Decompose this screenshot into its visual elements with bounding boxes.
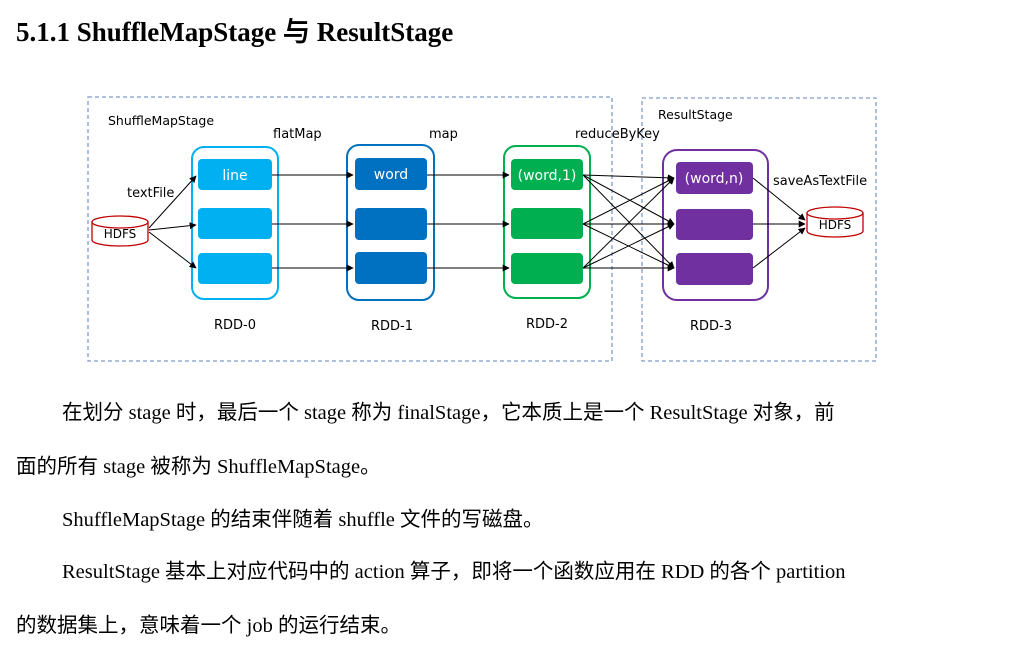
stage-diagram: ShuffleMapStage ResultStage HDFS HDFS li… [87, 96, 877, 362]
rdd-2-partition [511, 208, 583, 239]
op-textfile: textFile [127, 186, 174, 201]
resultstage-boundary [641, 97, 877, 362]
hdfs-sink-label: HDFS [819, 218, 852, 232]
rdd-1-partition [355, 208, 427, 240]
rdd-0-partition [198, 253, 272, 284]
section-heading: 5.1.1 ShuffleMapStage 与 ResultStage [16, 17, 454, 47]
rdd-2: (word,1) RDD-2 [503, 145, 591, 332]
paragraph-line: 在划分 stage 时，最后一个 stage 称为 finalStage，它本质… [62, 402, 835, 424]
rdd-1-partition [355, 158, 427, 190]
paragraph-line: 的数据集上，意味着一个 job 的运行结束。 [16, 615, 401, 637]
paragraph-shufflemapstage: ShuffleMapStage 的结束伴随着 shuffle 文件的写磁盘。 [16, 493, 976, 547]
op-map: map [429, 127, 458, 142]
op-reducebykey: reduceByKey [575, 127, 660, 142]
rdd-3: (word,n) RDD-3 [662, 149, 769, 334]
rdd-1: word RDD-1 [346, 144, 435, 334]
paragraph-finalstage: 在划分 stage 时，最后一个 stage 称为 finalStage，它本质… [16, 386, 976, 440]
rdd-0-item-label: line [222, 168, 247, 184]
rdd-3-partition [676, 162, 753, 194]
hdfs-source-icon: HDFS [91, 215, 149, 247]
paragraph-line: ShuffleMapStage 的结束伴随着 shuffle 文件的写磁盘。 [62, 509, 544, 531]
rdd-2-partition [511, 159, 583, 190]
paragraph-line: 面的所有 stage 被称为 ShuffleMapStage。 [16, 456, 381, 478]
rdd-3-name: RDD-3 [690, 319, 732, 334]
shufflemapstage-boundary [87, 96, 613, 362]
paragraph-resultstage: ResultStage 基本上对应代码中的 action 算子，即将一个函数应用… [16, 545, 976, 599]
flow-arrows [148, 171, 806, 272]
rdd-2-name: RDD-2 [526, 317, 568, 332]
rdd-3-partition [676, 253, 753, 285]
op-flatmap: flatMap [273, 127, 322, 142]
rdd-2-item-label: (word,1) [518, 168, 577, 184]
rdd-3-partition [676, 209, 753, 240]
rdd-1-item-label: word [374, 167, 408, 183]
op-saveastextfile: saveAsTextFile [773, 174, 867, 189]
rdd-3-item-label: (word,n) [685, 171, 744, 187]
paragraph-finalstage-cont: 面的所有 stage 被称为 ShuffleMapStage。 [16, 440, 976, 494]
paragraph-line: ResultStage 基本上对应代码中的 action 算子，即将一个函数应用… [62, 561, 846, 583]
shufflemapstage-label: ShuffleMapStage [108, 113, 214, 128]
hdfs-source-label: HDFS [104, 227, 137, 241]
rdd-0-partition [198, 208, 272, 239]
resultstage-label: ResultStage [658, 107, 733, 122]
rdd-1-partition [355, 252, 427, 284]
rdd-2-partition [511, 253, 583, 284]
paragraph-resultstage-cont: 的数据集上，意味着一个 job 的运行结束。 [16, 599, 976, 653]
rdd-0-name: RDD-0 [214, 318, 256, 333]
rdd-0-partition [198, 159, 272, 190]
rdd-0: line RDD-0 [191, 146, 279, 333]
rdd-1-name: RDD-1 [371, 319, 413, 334]
hdfs-sink-icon: HDFS [806, 206, 864, 238]
